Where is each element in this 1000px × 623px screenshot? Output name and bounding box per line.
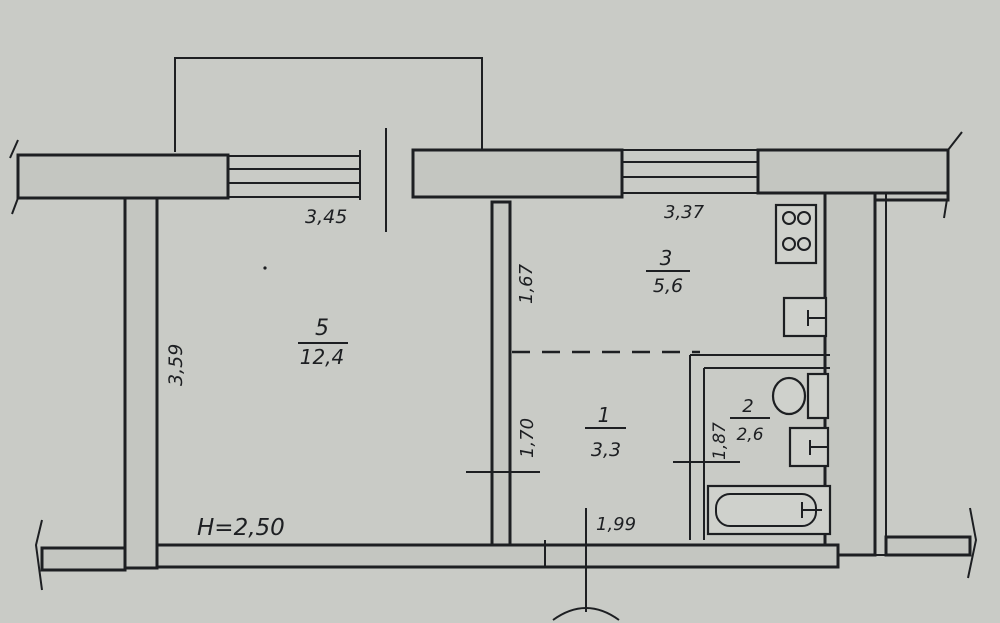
svg-text:1: 1 bbox=[598, 403, 611, 427]
room-5-label: 5 12,4 bbox=[298, 316, 348, 369]
svg-text:3: 3 bbox=[660, 246, 673, 270]
dim-room5-depth: 3,59 bbox=[165, 344, 187, 386]
exterior-wall-top bbox=[9, 131, 963, 219]
dim-hall-width: 1,99 bbox=[596, 514, 636, 535]
bathtub-icon bbox=[706, 484, 832, 536]
svg-text:12,4: 12,4 bbox=[300, 345, 345, 369]
interior-wall-right bbox=[823, 191, 877, 557]
svg-text:3,3: 3,3 bbox=[591, 439, 621, 461]
room-3-label: 3 5,6 bbox=[646, 246, 690, 297]
room-2-label: 2 2,6 bbox=[730, 396, 770, 445]
dim-room5-width: 3,45 bbox=[305, 206, 347, 228]
dim-hall-depth: 1,70 bbox=[517, 418, 538, 458]
partition-wall bbox=[490, 200, 512, 547]
kitchen-sink-icon bbox=[782, 296, 828, 338]
ceiling-height: H=2,50 bbox=[197, 515, 285, 541]
svg-text:5,6: 5,6 bbox=[653, 275, 683, 297]
bathroom-wall bbox=[689, 354, 830, 540]
exterior-wall-bottom bbox=[34, 507, 978, 621]
svg-text:2,6: 2,6 bbox=[736, 425, 763, 445]
dim-room3-width: 3,37 bbox=[664, 202, 705, 223]
svg-text:5: 5 bbox=[315, 316, 329, 341]
dim-room3-depth: 1,67 bbox=[516, 263, 537, 304]
washbasin-icon bbox=[788, 426, 830, 468]
room-1-label: 1 3,3 bbox=[585, 403, 626, 461]
exterior-wall-left bbox=[123, 196, 159, 570]
balcony bbox=[174, 57, 483, 152]
window-room5 bbox=[228, 128, 387, 232]
dim-bath-depth: 1,87 bbox=[710, 422, 730, 460]
window-kitchen bbox=[622, 149, 758, 194]
svg-text:2: 2 bbox=[742, 396, 753, 417]
toilet-icon bbox=[771, 372, 830, 420]
stove-icon bbox=[774, 203, 818, 265]
